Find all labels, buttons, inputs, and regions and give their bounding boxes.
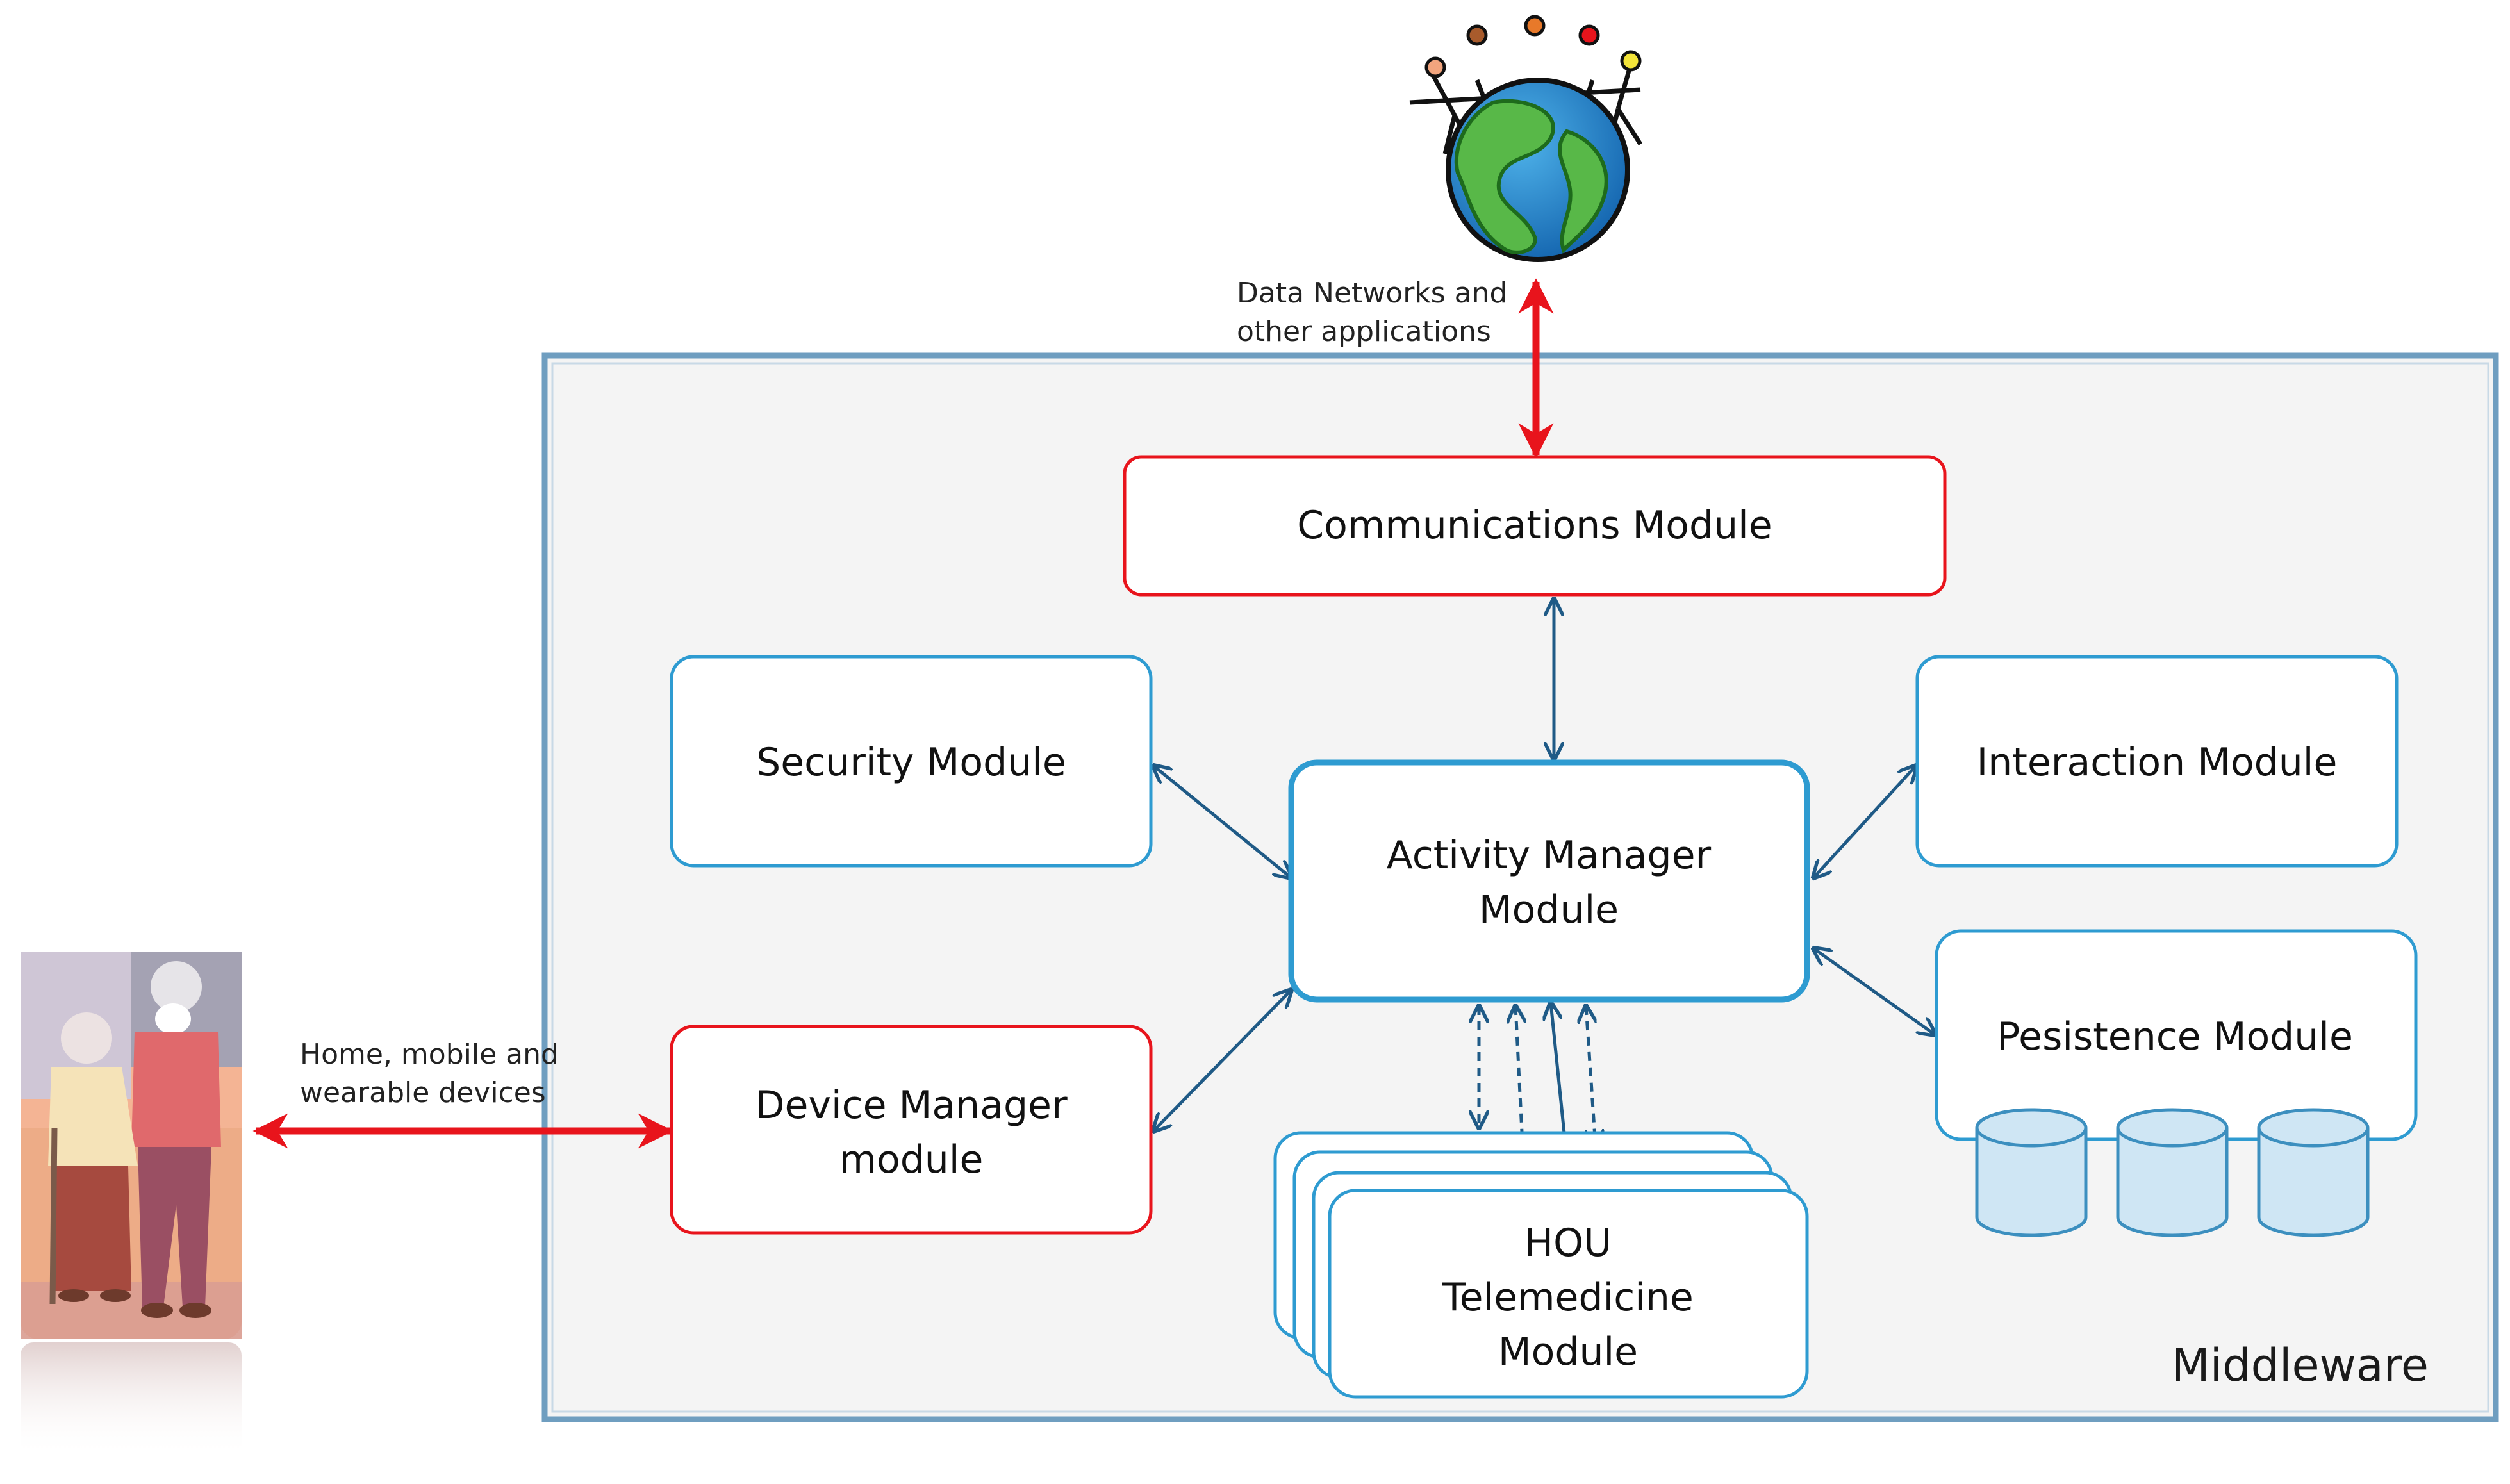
database-icon <box>1975 1108 2088 1237</box>
persistence-module-label: Pesistence Module <box>1997 1014 2353 1059</box>
communications-module-label: Communications Module <box>1297 503 1772 548</box>
telemedicine-module-box <box>1328 1189 1809 1399</box>
activity-manager-module-box <box>1288 759 1810 1003</box>
database-icon <box>2116 1108 2229 1237</box>
telemedicine-module-label-line1: HOU <box>1524 1221 1612 1266</box>
communications-module-box <box>1123 455 1947 597</box>
connectors <box>1153 599 1935 1189</box>
elderly-couple-icon <box>21 952 242 1458</box>
telemedicine-module-label-line2: Telemedicine <box>1442 1275 1694 1320</box>
middleware-label: Middleware <box>2171 1339 2429 1392</box>
telemedicine-module-label-line3: Module <box>1498 1330 1638 1374</box>
top-label-line1: Data Networks and <box>1237 277 1507 309</box>
globe-with-people-icon <box>1409 15 1642 262</box>
interaction-module-box <box>1915 655 2399 868</box>
database-icon <box>2257 1108 2370 1237</box>
left-label-line1: Home, mobile and <box>300 1038 559 1071</box>
interaction-module-label: Interaction Module <box>1977 740 2338 785</box>
left-label-line2: wearable devices <box>300 1076 546 1109</box>
activity-manager-module-label-line2: Module <box>1479 887 1619 932</box>
top-label-line2: other applications <box>1237 315 1491 348</box>
device-manager-module-label-line1: Device Manager <box>755 1083 1068 1128</box>
activity-manager-module-label-line1: Activity Manager <box>1387 833 1712 878</box>
security-module-box <box>670 655 1153 868</box>
device-manager-module-label-line2: module <box>839 1137 984 1182</box>
device-manager-module-box <box>670 1025 1153 1235</box>
security-module-label: Security Module <box>756 740 1066 785</box>
